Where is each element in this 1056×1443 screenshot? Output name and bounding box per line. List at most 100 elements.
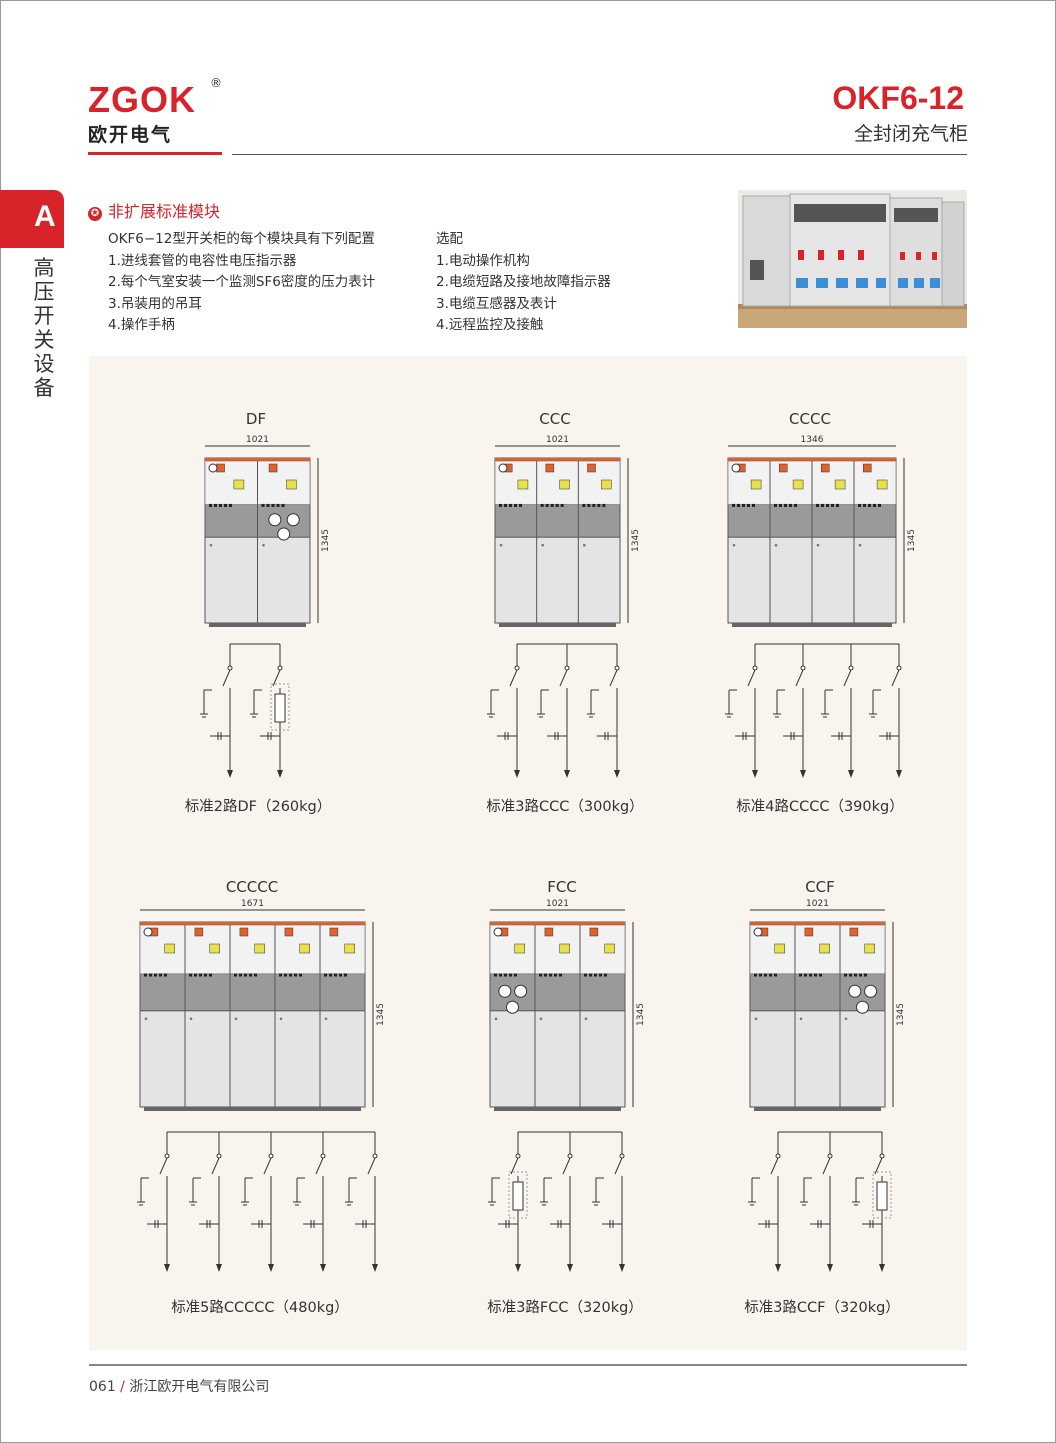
- status-led: [294, 973, 297, 977]
- cabinet-base: [499, 623, 616, 627]
- cable-arrow: [800, 770, 806, 778]
- status-led: [602, 503, 606, 507]
- switch-contact: [879, 1153, 885, 1159]
- options-list: 选配 1.电动操作机构 2.电缆短路及接地故障指示器 3.电缆互感器及表计 4.…: [436, 229, 611, 337]
- cabinet-base: [209, 623, 306, 627]
- status-led: [819, 973, 822, 977]
- status-led: [239, 973, 242, 977]
- pressure-gauge: [208, 463, 218, 473]
- load-switch: [795, 669, 804, 687]
- door-screw: [234, 1017, 238, 1021]
- height-dimension-label: 1345: [321, 529, 331, 552]
- fuse-handle: [277, 527, 291, 541]
- status-led: [554, 973, 557, 977]
- status-led: [509, 503, 512, 507]
- status-led: [844, 973, 847, 977]
- status-led: [149, 973, 152, 977]
- status-led: [732, 503, 735, 507]
- status-led: [159, 973, 162, 977]
- status-led: [539, 973, 542, 977]
- cabinet-drawing: 1021 1345: [494, 435, 641, 627]
- cabinet-mimic-area: [494, 460, 621, 505]
- cabinet-top-strip: [140, 922, 365, 925]
- switch-contact: [320, 1153, 326, 1159]
- status-led: [864, 973, 867, 977]
- single-line-schematic: [488, 1131, 625, 1272]
- load-switch: [272, 669, 281, 687]
- unit-title: CCC: [539, 410, 571, 428]
- config-item: 3.吊装用的吊耳: [108, 295, 202, 312]
- fuse-handle: [268, 513, 282, 527]
- fuse-handle: [498, 984, 512, 998]
- switch-indicator: [284, 927, 294, 937]
- config-list: OKF6−12型开关柜的每个模块具有下列配置 1.进线套管的电容性电压指示器 2…: [108, 229, 375, 337]
- load-switch: [609, 669, 618, 687]
- door-screw: [774, 543, 778, 547]
- cable-arrow: [567, 1264, 573, 1272]
- status-led: [759, 973, 762, 977]
- option-item: 4.远程监控及接触: [436, 317, 544, 333]
- door-screw: [209, 543, 213, 547]
- status-led: [334, 973, 337, 977]
- switch-contact: [372, 1153, 378, 1159]
- cable-arrow: [227, 770, 233, 778]
- status-led: [266, 503, 270, 507]
- switch-contact: [514, 665, 520, 671]
- switch-contact: [227, 665, 233, 671]
- status-led: [584, 973, 587, 977]
- load-switch: [509, 669, 518, 687]
- earth-indicator: [517, 479, 529, 490]
- switch-indicator: [589, 927, 599, 937]
- pressure-gauge: [498, 463, 508, 473]
- fuse-switch-box: [508, 1171, 528, 1219]
- registered-mark: ®: [210, 76, 222, 90]
- status-led: [747, 503, 750, 507]
- status-led: [499, 503, 502, 507]
- status-led: [799, 973, 802, 977]
- single-line-schematic: [137, 1131, 378, 1272]
- switch-indicator: [194, 927, 204, 937]
- cable-arrow: [372, 1264, 378, 1272]
- load-switch: [874, 1157, 883, 1175]
- switch-contact: [515, 1153, 521, 1159]
- earth-indicator: [233, 479, 245, 490]
- status-led: [544, 973, 547, 977]
- load-switch: [159, 1157, 168, 1175]
- unit-title: DF: [245, 410, 267, 428]
- status-led: [154, 973, 157, 977]
- door-screw: [584, 1017, 588, 1021]
- width-dimension-label: 1021: [546, 435, 569, 445]
- brand-name: ZGOK: [88, 79, 196, 120]
- switch-indicator: [804, 927, 814, 937]
- status-led: [774, 973, 777, 977]
- cable-arrow: [216, 1264, 222, 1272]
- door-screw: [732, 543, 736, 547]
- earth-indicator: [834, 479, 846, 490]
- earth-indicator: [864, 943, 875, 954]
- status-led: [261, 503, 265, 507]
- cabinet-base: [732, 623, 892, 627]
- cable-arrow: [896, 770, 902, 778]
- height-dimension-label: 1345: [631, 529, 641, 552]
- cable-arrow: [515, 1264, 521, 1272]
- load-switch: [891, 669, 900, 687]
- status-led: [204, 973, 207, 977]
- status-led: [794, 503, 797, 507]
- switch-indicator: [545, 463, 555, 473]
- status-led: [821, 503, 824, 507]
- cabinet-mimic-area: [489, 924, 626, 975]
- status-led: [555, 503, 559, 507]
- width-dimension-label: 1021: [546, 899, 569, 909]
- page-number: 061: [89, 1379, 116, 1395]
- company-name: 浙江欧开电气有限公司: [129, 1379, 270, 1395]
- star-icon: ✪: [88, 207, 102, 221]
- option-item: 2.电缆短路及接地故障指示器: [436, 274, 611, 290]
- earth-indicator: [604, 943, 615, 954]
- status-led: [804, 973, 807, 977]
- footer: 061 / 浙江欧开电气有限公司: [89, 1376, 269, 1396]
- status-led: [754, 973, 757, 977]
- switch-contact: [800, 665, 806, 671]
- fuse-symbol: [512, 1181, 524, 1211]
- switch-contact: [164, 1153, 170, 1159]
- load-switch: [367, 1157, 376, 1175]
